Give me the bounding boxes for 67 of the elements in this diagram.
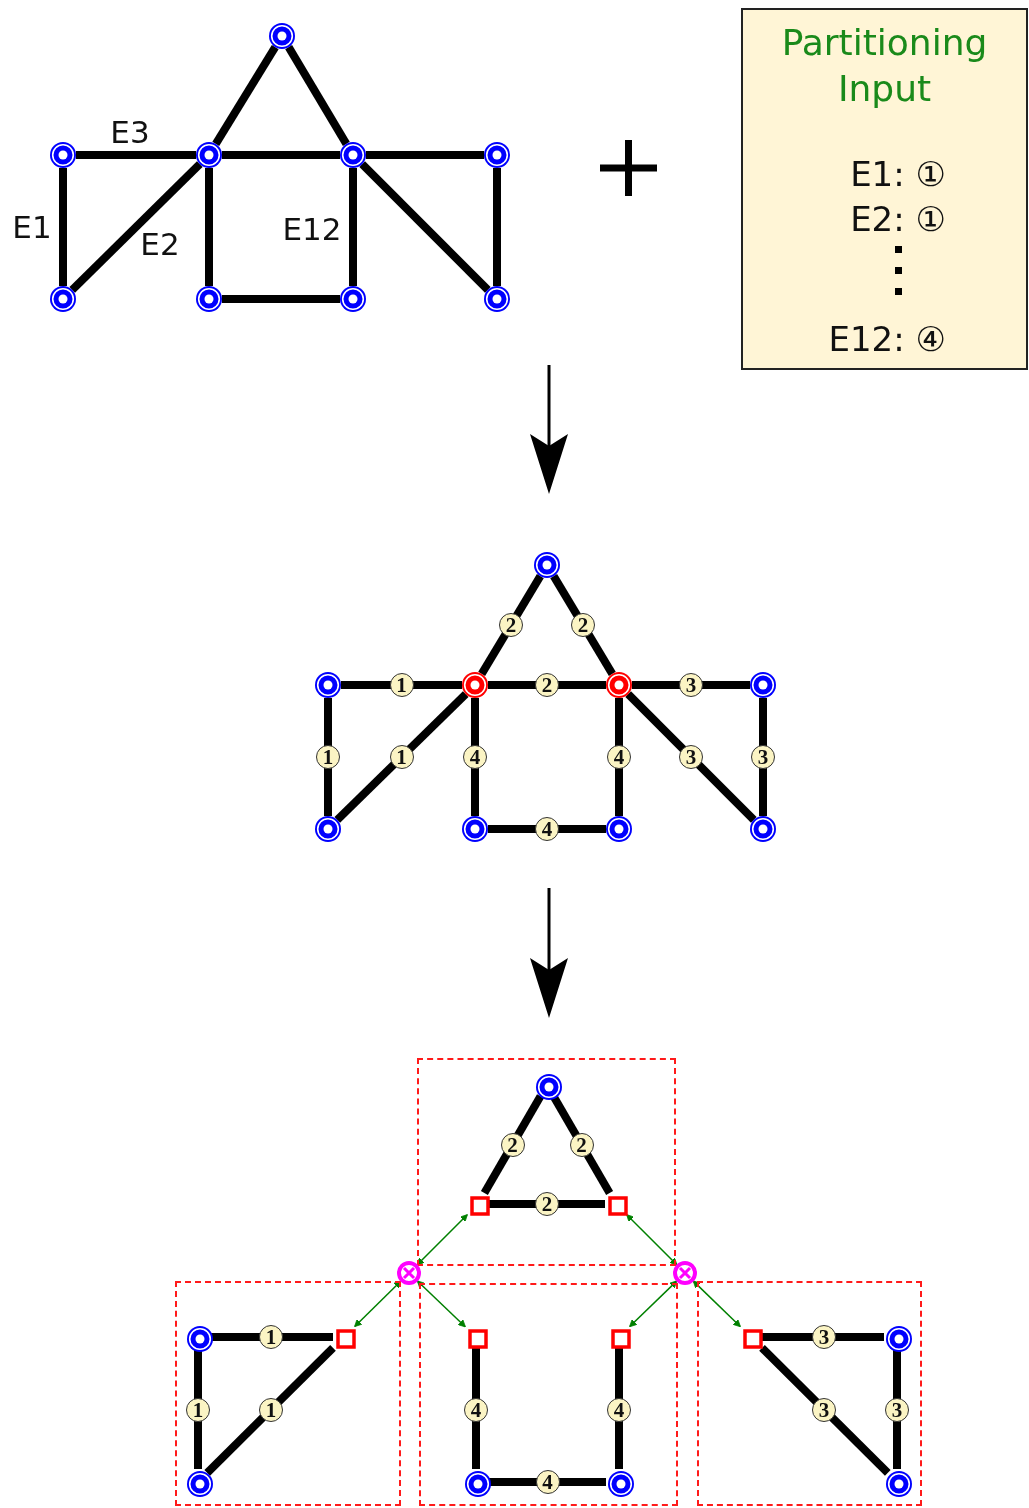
edge-label: E3	[110, 114, 150, 150]
partition-badge: 4	[463, 745, 487, 769]
graph-edge	[76, 151, 196, 159]
partition-badge: 4	[607, 745, 631, 769]
partition-badge: 4	[464, 1397, 488, 1422]
graph-edge	[205, 168, 213, 286]
graph-edge	[550, 574, 616, 676]
partitioning-input-box	[741, 8, 1028, 370]
graph-edge	[759, 1345, 891, 1476]
graph-edge	[625, 691, 757, 823]
graph-edge	[493, 168, 501, 286]
graph-edge	[762, 1333, 884, 1341]
double-arrow	[416, 1214, 468, 1266]
graph-edge	[59, 168, 67, 286]
assignment-text: E1: ①	[850, 153, 946, 196]
partition-badge: 4	[535, 817, 559, 841]
graph-edge	[204, 1345, 336, 1476]
partition-badge: 3	[679, 673, 703, 697]
graph-edge	[759, 698, 767, 816]
graph-edge	[359, 161, 491, 293]
graph-edge	[341, 681, 462, 689]
partition-badge: 4	[607, 1397, 631, 1422]
graph-edge	[366, 151, 484, 159]
graph-edge	[222, 151, 340, 159]
partition-badge: 2	[535, 1192, 559, 1216]
assignment-text: E12: ④	[828, 318, 946, 361]
graph-edge	[334, 691, 469, 823]
partition-badge: 1	[259, 1325, 283, 1349]
graph-edge	[478, 574, 544, 676]
double-arrow	[692, 1280, 741, 1328]
graph-edge	[285, 45, 350, 146]
partition-badge: 1	[389, 673, 414, 697]
partition-badge: 2	[535, 673, 559, 697]
graph-edge	[69, 161, 203, 293]
partition-badge: 3	[812, 1397, 836, 1422]
partition-badge: 1	[259, 1397, 283, 1422]
graph-edge	[349, 168, 357, 286]
graph-edge	[212, 45, 279, 146]
edge-label: E12	[282, 211, 342, 247]
partition-badge: 2	[500, 1132, 525, 1157]
partition-badge: 3	[812, 1325, 836, 1349]
edge-label: E2	[140, 226, 180, 262]
graph-edge	[222, 295, 340, 303]
partition-badge: 3	[751, 745, 775, 769]
double-arrow	[626, 1214, 678, 1266]
assignment-text: E2: ①	[850, 198, 946, 241]
double-arrow	[416, 1280, 466, 1328]
partition-badge: 1	[389, 745, 414, 769]
graph-edge	[480, 1094, 544, 1195]
partition-badge: 1	[316, 745, 340, 769]
double-arrow	[629, 1280, 678, 1328]
partition-badge: 2	[499, 613, 523, 637]
partition-badge: 3	[885, 1397, 909, 1422]
graph-edge	[489, 1478, 606, 1486]
graph-edge	[632, 681, 750, 689]
graph-edge	[488, 825, 606, 833]
box-title: Partitioning Input	[780, 21, 989, 111]
edge-label: E1	[12, 209, 52, 245]
partition-badge: 3	[679, 745, 703, 769]
graph-edge	[488, 681, 606, 689]
double-arrow	[354, 1280, 402, 1327]
partition-badge: 1	[186, 1397, 210, 1422]
partition-badge: 4	[535, 1470, 560, 1494]
partition-badge: 2	[569, 1132, 594, 1157]
partition-badge: 2	[571, 613, 595, 637]
graph-edge	[893, 1350, 901, 1469]
graph-edge	[194, 1350, 202, 1469]
